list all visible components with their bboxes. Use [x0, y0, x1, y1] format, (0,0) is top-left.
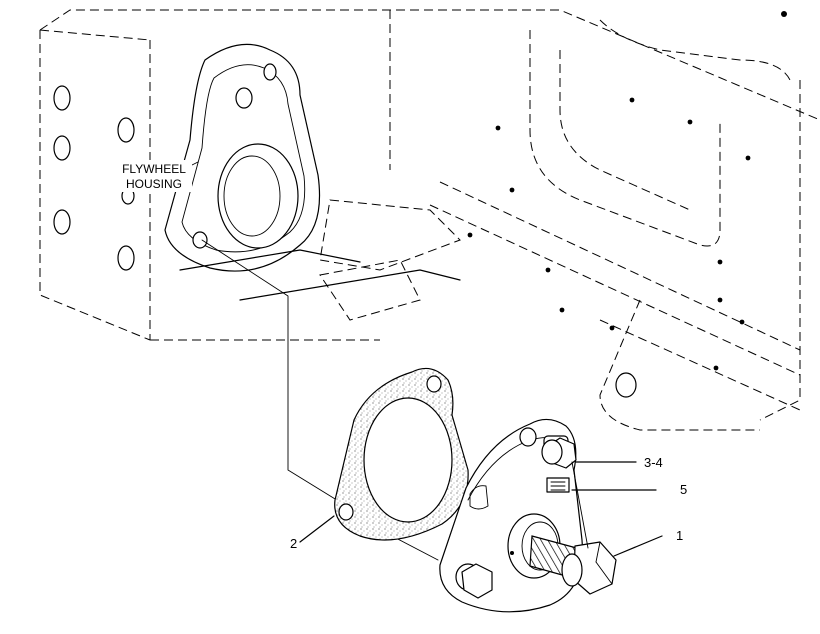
block-bolt-dot	[559, 307, 565, 313]
block-bolt-dot	[713, 365, 719, 371]
block-bolt-dot	[629, 97, 635, 103]
housing-flange-bolt-hole	[263, 63, 277, 81]
bolt-top-washer	[541, 439, 563, 465]
block-bolt-dot	[495, 125, 501, 131]
block-bolt-dot	[687, 119, 693, 125]
block-outline-right	[759, 80, 801, 421]
block-boss	[599, 19, 791, 81]
housing-flange-bore	[217, 143, 299, 249]
block-bolt-dot	[545, 267, 551, 273]
housing-lower-rib	[179, 249, 361, 271]
block-rail-lower	[429, 204, 801, 376]
block-rail-base	[599, 319, 801, 411]
callout-2: 2	[290, 536, 297, 551]
flywheel-housing	[39, 9, 461, 341]
housing-outline-left	[39, 30, 151, 341]
flywheel-housing-label-line2: HOUSING	[126, 177, 182, 191]
plug-head-facet	[595, 561, 613, 585]
block-hole	[615, 372, 637, 398]
labels: FLYWHEEL HOUSING 3-4 5 1 2	[116, 160, 687, 551]
plug	[529, 535, 617, 595]
housing-flange-bolt-hole	[235, 87, 253, 109]
callout-1: 1	[676, 528, 683, 543]
plug-head-facet	[595, 541, 601, 563]
bolt-bottom	[455, 563, 493, 599]
block-bolt-dot	[509, 187, 515, 193]
housing-hole	[53, 209, 71, 235]
id-plate-body	[546, 477, 570, 493]
leader-bolt-to-plate	[571, 461, 589, 549]
gasket-bolt-hole	[426, 375, 442, 393]
gasket-bolt-hole	[338, 503, 354, 521]
engine-block	[200, 9, 820, 431]
callout-3-4: 3-4	[644, 455, 663, 470]
housing-outline-top	[39, 9, 200, 31]
block-bolt-dot	[717, 259, 723, 265]
block-bolt-dot	[745, 155, 751, 161]
block-window	[529, 30, 721, 247]
cover-plate-dot	[510, 551, 514, 555]
alignment-line-upper	[201, 239, 341, 503]
housing-outline-mid	[39, 29, 151, 41]
housing-flange-bore-inner	[223, 155, 281, 237]
gasket	[334, 367, 469, 541]
flywheel-housing-label-line1: FLYWHEEL	[122, 162, 186, 176]
block-bolt-dot	[609, 325, 615, 331]
plug-washer	[561, 553, 583, 587]
block-skirt-lower	[319, 259, 421, 321]
block-rail-upper	[439, 181, 801, 351]
flywheel-label-bg	[116, 160, 192, 192]
callout-5: 5	[680, 482, 687, 497]
housing-lower-rib	[239, 269, 461, 301]
housing-hole	[117, 245, 135, 271]
block-window-inner	[559, 50, 691, 211]
housing-hole	[53, 85, 71, 111]
gasket-bore	[363, 397, 453, 523]
block-outline-top	[200, 9, 820, 121]
bolt-bottom-head	[461, 563, 493, 599]
housing-flange-bolt-hole	[192, 231, 208, 249]
cover-plate-ear-top	[519, 427, 537, 447]
leader-1	[613, 535, 663, 557]
housing-hole	[53, 135, 71, 161]
leader-lines	[185, 161, 663, 557]
block-bolt-dot	[739, 319, 745, 325]
block-bolt-dot	[467, 232, 473, 238]
block-bolt-dot	[717, 297, 723, 303]
block-bolt-dot	[781, 11, 787, 17]
bolt-top	[541, 435, 577, 469]
housing-hole	[117, 117, 135, 143]
block-skirt	[319, 199, 461, 271]
identification-plate	[546, 477, 570, 493]
leader-2	[299, 515, 335, 543]
housing-flange-inner	[181, 64, 306, 253]
cover-plate-hub	[469, 485, 489, 510]
block-pan-edge	[599, 299, 760, 431]
